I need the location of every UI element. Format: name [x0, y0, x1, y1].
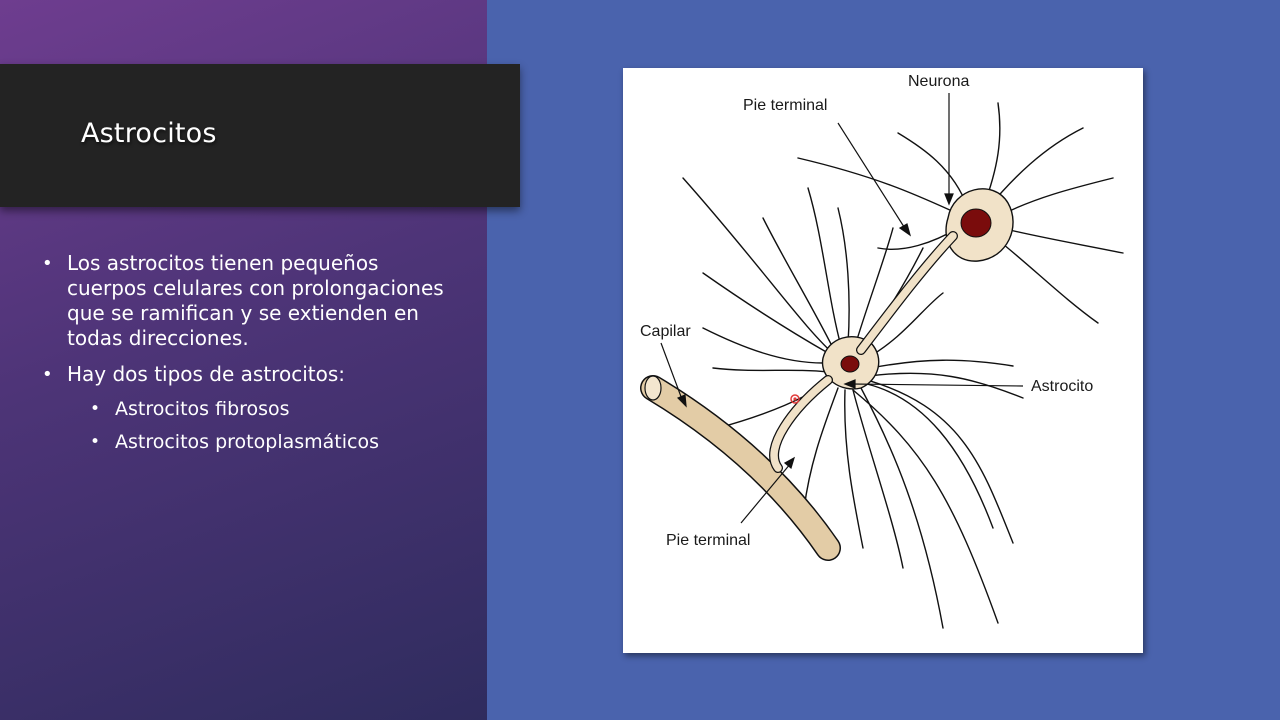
sub-bullet-list: Astrocitos fibrosos Astrocitos protoplas… [40, 393, 460, 459]
astrocyte-nucleus [840, 355, 860, 373]
label-capilar: Capilar [640, 323, 691, 340]
label-arrows [660, 93, 1024, 524]
bullet-item: Los astrocitos tienen pequeños cuerpos c… [40, 251, 460, 351]
capillary [641, 376, 840, 560]
bullet-list: Los astrocitos tienen pequeños cuerpos c… [40, 251, 460, 459]
label-pie-terminal-top: Pie terminal [743, 97, 827, 114]
capillary-opening [644, 375, 662, 401]
endfoot-to-neuron [857, 232, 957, 354]
pointer-marker-dot [793, 397, 797, 401]
label-neurona: Neurona [908, 73, 969, 90]
sub-bullet-item: Astrocitos protoplasmáticos [40, 426, 460, 459]
astrocyte-diagram: Neurona Pie terminal Capilar Astrocito P… [623, 68, 1143, 653]
astrocyte-illustration: Neurona Pie terminal Capilar Astrocito P… [640, 73, 1124, 629]
neuron-nucleus [960, 208, 992, 238]
endfoot-to-capillary [770, 376, 832, 472]
astrocyte-processes [682, 102, 1124, 629]
pointer-marker [790, 394, 800, 404]
title-bar [0, 64, 520, 207]
label-pie-terminal-bottom: Pie terminal [666, 532, 750, 549]
label-astrocito: Astrocito [1031, 378, 1093, 395]
bullet-item: Hay dos tipos de astrocitos: [40, 362, 460, 387]
sub-bullet-item: Astrocitos fibrosos [40, 393, 460, 426]
slide-title: Astrocitos [81, 118, 217, 149]
